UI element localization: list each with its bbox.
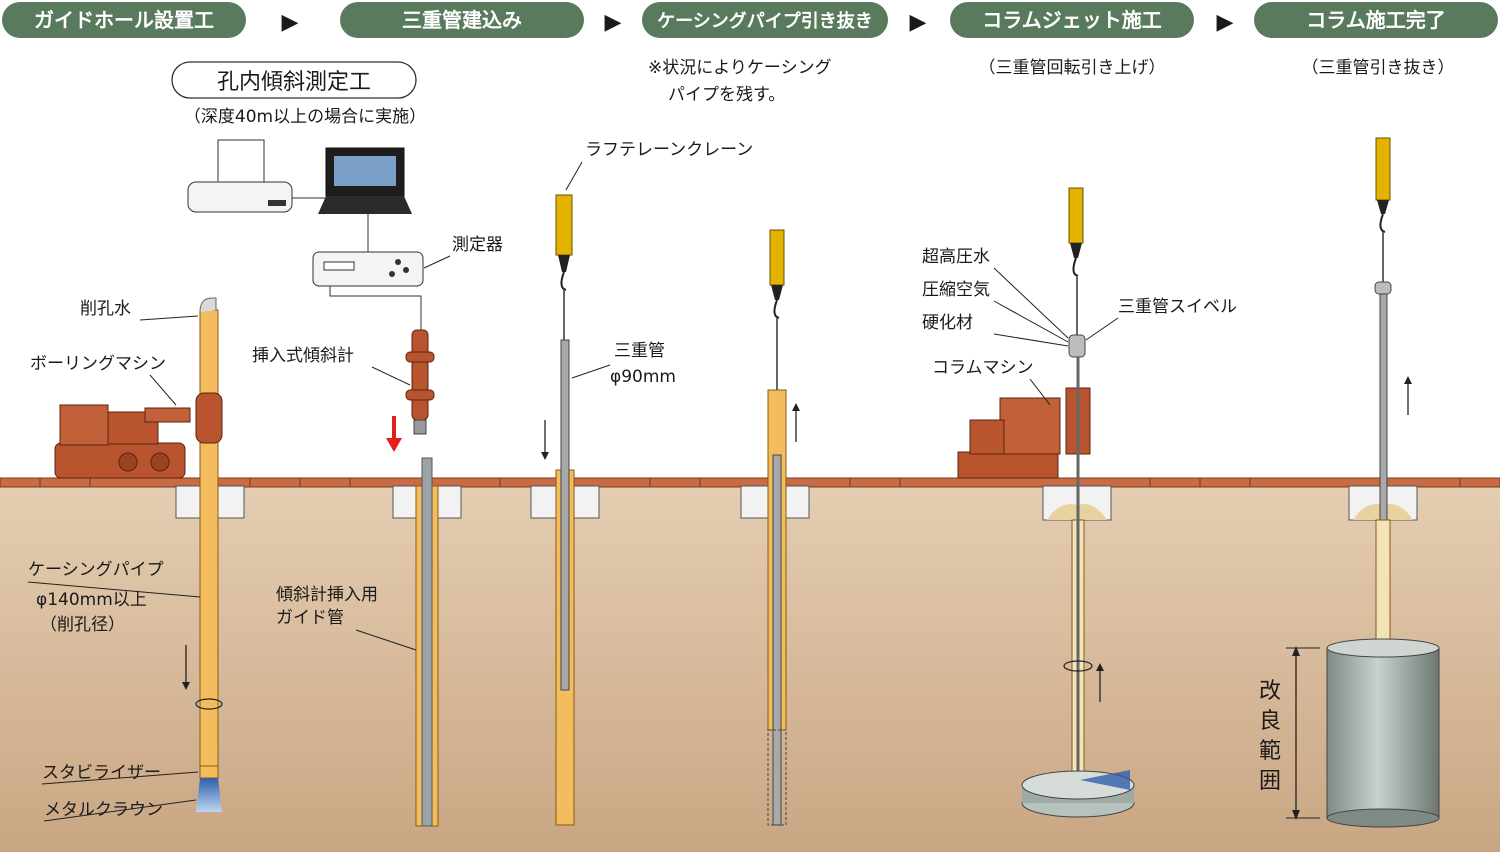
inclinometer-note: （深度40m以上の場合に実施）: [184, 107, 426, 127]
step-arrow-4: ▶: [1217, 10, 1234, 35]
step-label-4: コラムジェット施工: [982, 8, 1161, 32]
step-label-1: ガイドホール設置工: [34, 8, 214, 32]
range-char-3: 範: [1259, 739, 1281, 764]
step5-complete: （三重管引き抜き） 改 良 範 囲: [1259, 58, 1455, 828]
inclinometer-probe-icon: [411, 329, 429, 421]
stabilizer-label: スタビライザー: [42, 763, 161, 783]
crane-hook-4-icon: [1070, 243, 1082, 258]
probe-label: 挿入式傾斜計: [252, 346, 354, 366]
inclinometer-group: 孔内傾斜測定工 （深度40m以上の場合に実施） 測定器 挿入式傾斜計 傾斜計挿入…: [171, 61, 503, 827]
ground-soil: [0, 486, 1500, 852]
step4-columnjet: （三重管回転引き上げ） 超高圧水 圧縮空気 硬化材 三重管スイベル コラムマシン: [922, 58, 1237, 818]
stabilizer: [199, 765, 219, 779]
step2-insertion: ラフテレーンクレーン 三重管 φ90mm: [541, 140, 753, 826]
casing-dia: φ140mm以上: [36, 590, 147, 610]
crane-line-4: [1068, 187, 1084, 244]
guide-label-2: ガイド管: [276, 608, 344, 628]
water-label: 削孔水: [80, 299, 131, 319]
step-pill-4: [950, 2, 1194, 38]
inclinometer-title-box: [171, 61, 417, 99]
casing-pipe: [199, 309, 219, 767]
metal-crown: [196, 778, 222, 812]
step4-sub: （三重管回転引き上げ）: [979, 58, 1166, 78]
step-label-3: ケーシングパイプ引き抜き: [657, 10, 873, 32]
crane-line-3: [769, 229, 785, 286]
boring-machine-gear: [107, 411, 159, 445]
step3-note-2: パイプを残す。: [668, 85, 785, 105]
casing-void: [767, 729, 787, 826]
column-machine-body: [999, 397, 1061, 455]
range-char-1: 改: [1259, 679, 1281, 704]
crane-label: ラフテレーンクレーン: [585, 140, 753, 160]
triple-pipe-dia: φ90mm: [610, 367, 676, 387]
triple-pipe-3: [772, 454, 782, 826]
casing-note: （削孔径）: [40, 615, 125, 635]
step3-extraction: ※状況によりケーシング パイプを残す。: [648, 58, 832, 826]
insert-arrow-icon: [386, 438, 402, 452]
improved-column: [1326, 647, 1440, 819]
crane-hook-5-icon: [1377, 200, 1389, 214]
step-arrow-1: ▶: [282, 10, 299, 35]
step1-boring: 削孔水 ボーリングマシン ケーシングパイプ φ140mm以上 （削孔径） スタビ…: [27, 297, 223, 822]
step-label-5: コラム施工完了: [1306, 8, 1445, 32]
step5-sub: （三重管引き抜き）: [1302, 58, 1455, 78]
hp-water-label: 超高圧水: [922, 247, 990, 267]
triple-pipe-label: 三重管: [614, 341, 665, 361]
step-arrow-2: ▶: [605, 10, 622, 35]
boring-machine-label: ボーリングマシン: [30, 354, 166, 374]
step3-note-1: ※状況によりケーシング: [648, 58, 832, 78]
printer-icon: [187, 181, 293, 213]
step-pill-3: [642, 2, 888, 38]
meter-label: 測定器: [452, 235, 503, 255]
step-header: ガイドホール設置工 ▶ 三重管建込み ▶ ケーシングパイプ引き抜き ▶ コラムジ…: [2, 2, 1498, 38]
crane-line: [555, 194, 573, 256]
step-pill-5: [1254, 2, 1498, 38]
swivel-label: 三重管スイベル: [1118, 297, 1237, 317]
guide-tube-inner: [421, 457, 433, 827]
step-label-2: 三重管建込み: [402, 8, 522, 32]
hardener-label: 硬化材: [922, 313, 973, 333]
step-pill-2: [340, 2, 584, 38]
crane-hook-3-icon: [771, 285, 783, 300]
step-arrow-3: ▶: [910, 10, 927, 35]
column-machine-label: コラムマシン: [932, 358, 1034, 378]
range-char-4: 囲: [1259, 769, 1281, 794]
triple-pipe: [560, 339, 570, 691]
guide-label-1: 傾斜計挿入用: [276, 585, 378, 605]
water-swivel: [199, 297, 217, 313]
swivel-icon: [1068, 334, 1086, 358]
range-char-2: 良: [1259, 709, 1281, 734]
crown-label: メタルクラウン: [44, 800, 163, 820]
step-pill-1: [2, 2, 246, 38]
column-machine-base: [957, 451, 1059, 479]
casing-label: ケーシングパイプ: [28, 560, 164, 580]
crane-hook-icon: [558, 255, 570, 272]
boring-machine-engine: [59, 404, 109, 446]
grout-pipe-5: [1375, 519, 1391, 651]
air-label: 圧縮空気: [922, 280, 990, 300]
ground: [0, 477, 1500, 852]
printer-paper: [217, 139, 265, 189]
boring-chuck: [195, 392, 223, 444]
crane-line-5: [1375, 137, 1391, 201]
inclinometer-title: 孔内傾斜測定工: [217, 70, 371, 95]
